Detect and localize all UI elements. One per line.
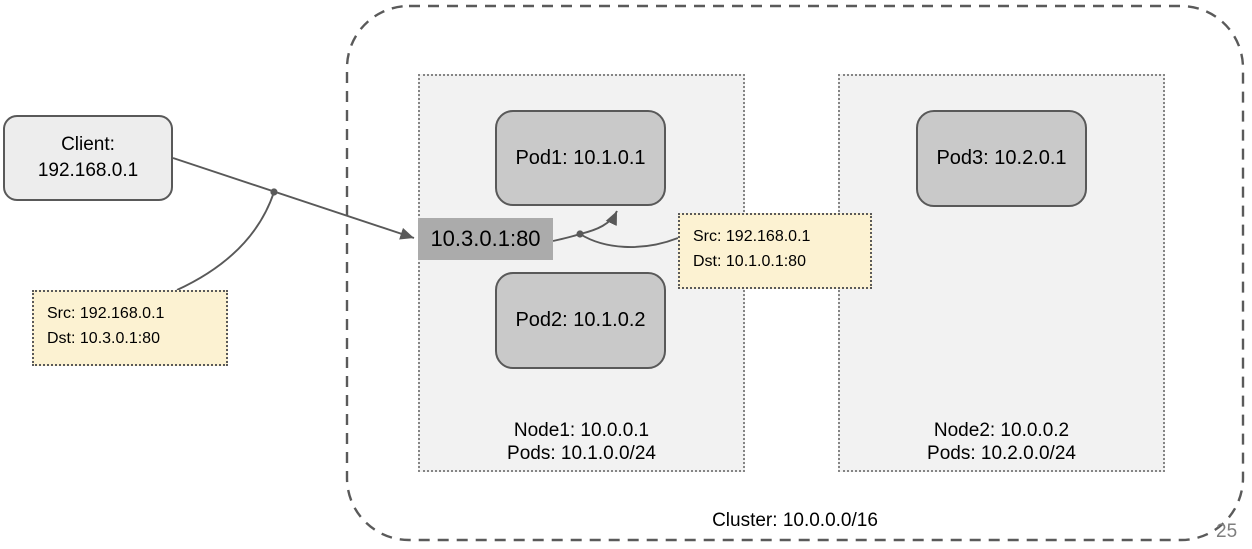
packet-note-2: Src: 192.168.0.1 Dst: 10.1.0.1:80 <box>678 213 872 289</box>
pod1-box: Pod1: 10.1.0.1 <box>495 110 666 206</box>
pod2-box: Pod2: 10.1.0.2 <box>495 272 666 369</box>
client-ip: 192.168.0.1 <box>37 160 139 181</box>
packet-note-1-src: Src: 192.168.0.1 <box>47 305 165 322</box>
service-ip-text: 10.3.0.1:80 <box>430 226 541 251</box>
client-to-service-arrow <box>172 157 415 240</box>
node1-label: Node1: 10.0.0.1 Pods: 10.1.0.0/24 <box>420 419 743 465</box>
node2-title: Node2: 10.0.0.2 <box>933 419 1070 441</box>
pod2-label: Pod2: 10.1.0.2 <box>515 309 646 331</box>
junction-dot-1 <box>270 188 278 196</box>
packet-note-1-dst: Dst: 10.3.0.1:80 <box>47 329 160 347</box>
service-ip-label: 10.3.0.1:80 <box>418 218 553 260</box>
client-title: Client: <box>61 134 115 156</box>
pod1-label: Pod1: 10.1.0.1 <box>515 146 646 169</box>
cluster-label: Cluster: 10.0.0.0/16 <box>347 510 1243 532</box>
node2-label: Node2: 10.0.0.2 Pods: 10.2.0.0/24 <box>840 419 1163 465</box>
cluster-label-text: Cluster: 10.0.0.0/16 <box>712 510 878 531</box>
packet-note-1: Src: 192.168.0.1 Dst: 10.3.0.1:80 <box>32 290 228 366</box>
node1-pods-cidr: Pods: 10.1.0.0/24 <box>507 442 656 464</box>
client-box: Client: 192.168.0.1 <box>3 115 173 201</box>
packet-note-2-dst: Dst: 10.1.0.1:80 <box>693 252 806 270</box>
pod3-label: Pod3: 10.2.0.1 <box>936 147 1067 169</box>
node1-title: Node1: 10.0.0.1 <box>513 419 650 441</box>
page-number-text: 25 <box>1216 521 1238 542</box>
page-number: 25 <box>1216 521 1250 543</box>
node2-pods-cidr: Pods: 10.2.0.0/24 <box>927 442 1076 464</box>
packet-note-2-src: Src: 192.168.0.1 <box>693 228 811 245</box>
junction-to-note1-connector <box>176 191 275 291</box>
pod3-box: Pod3: 10.2.0.1 <box>916 110 1087 207</box>
